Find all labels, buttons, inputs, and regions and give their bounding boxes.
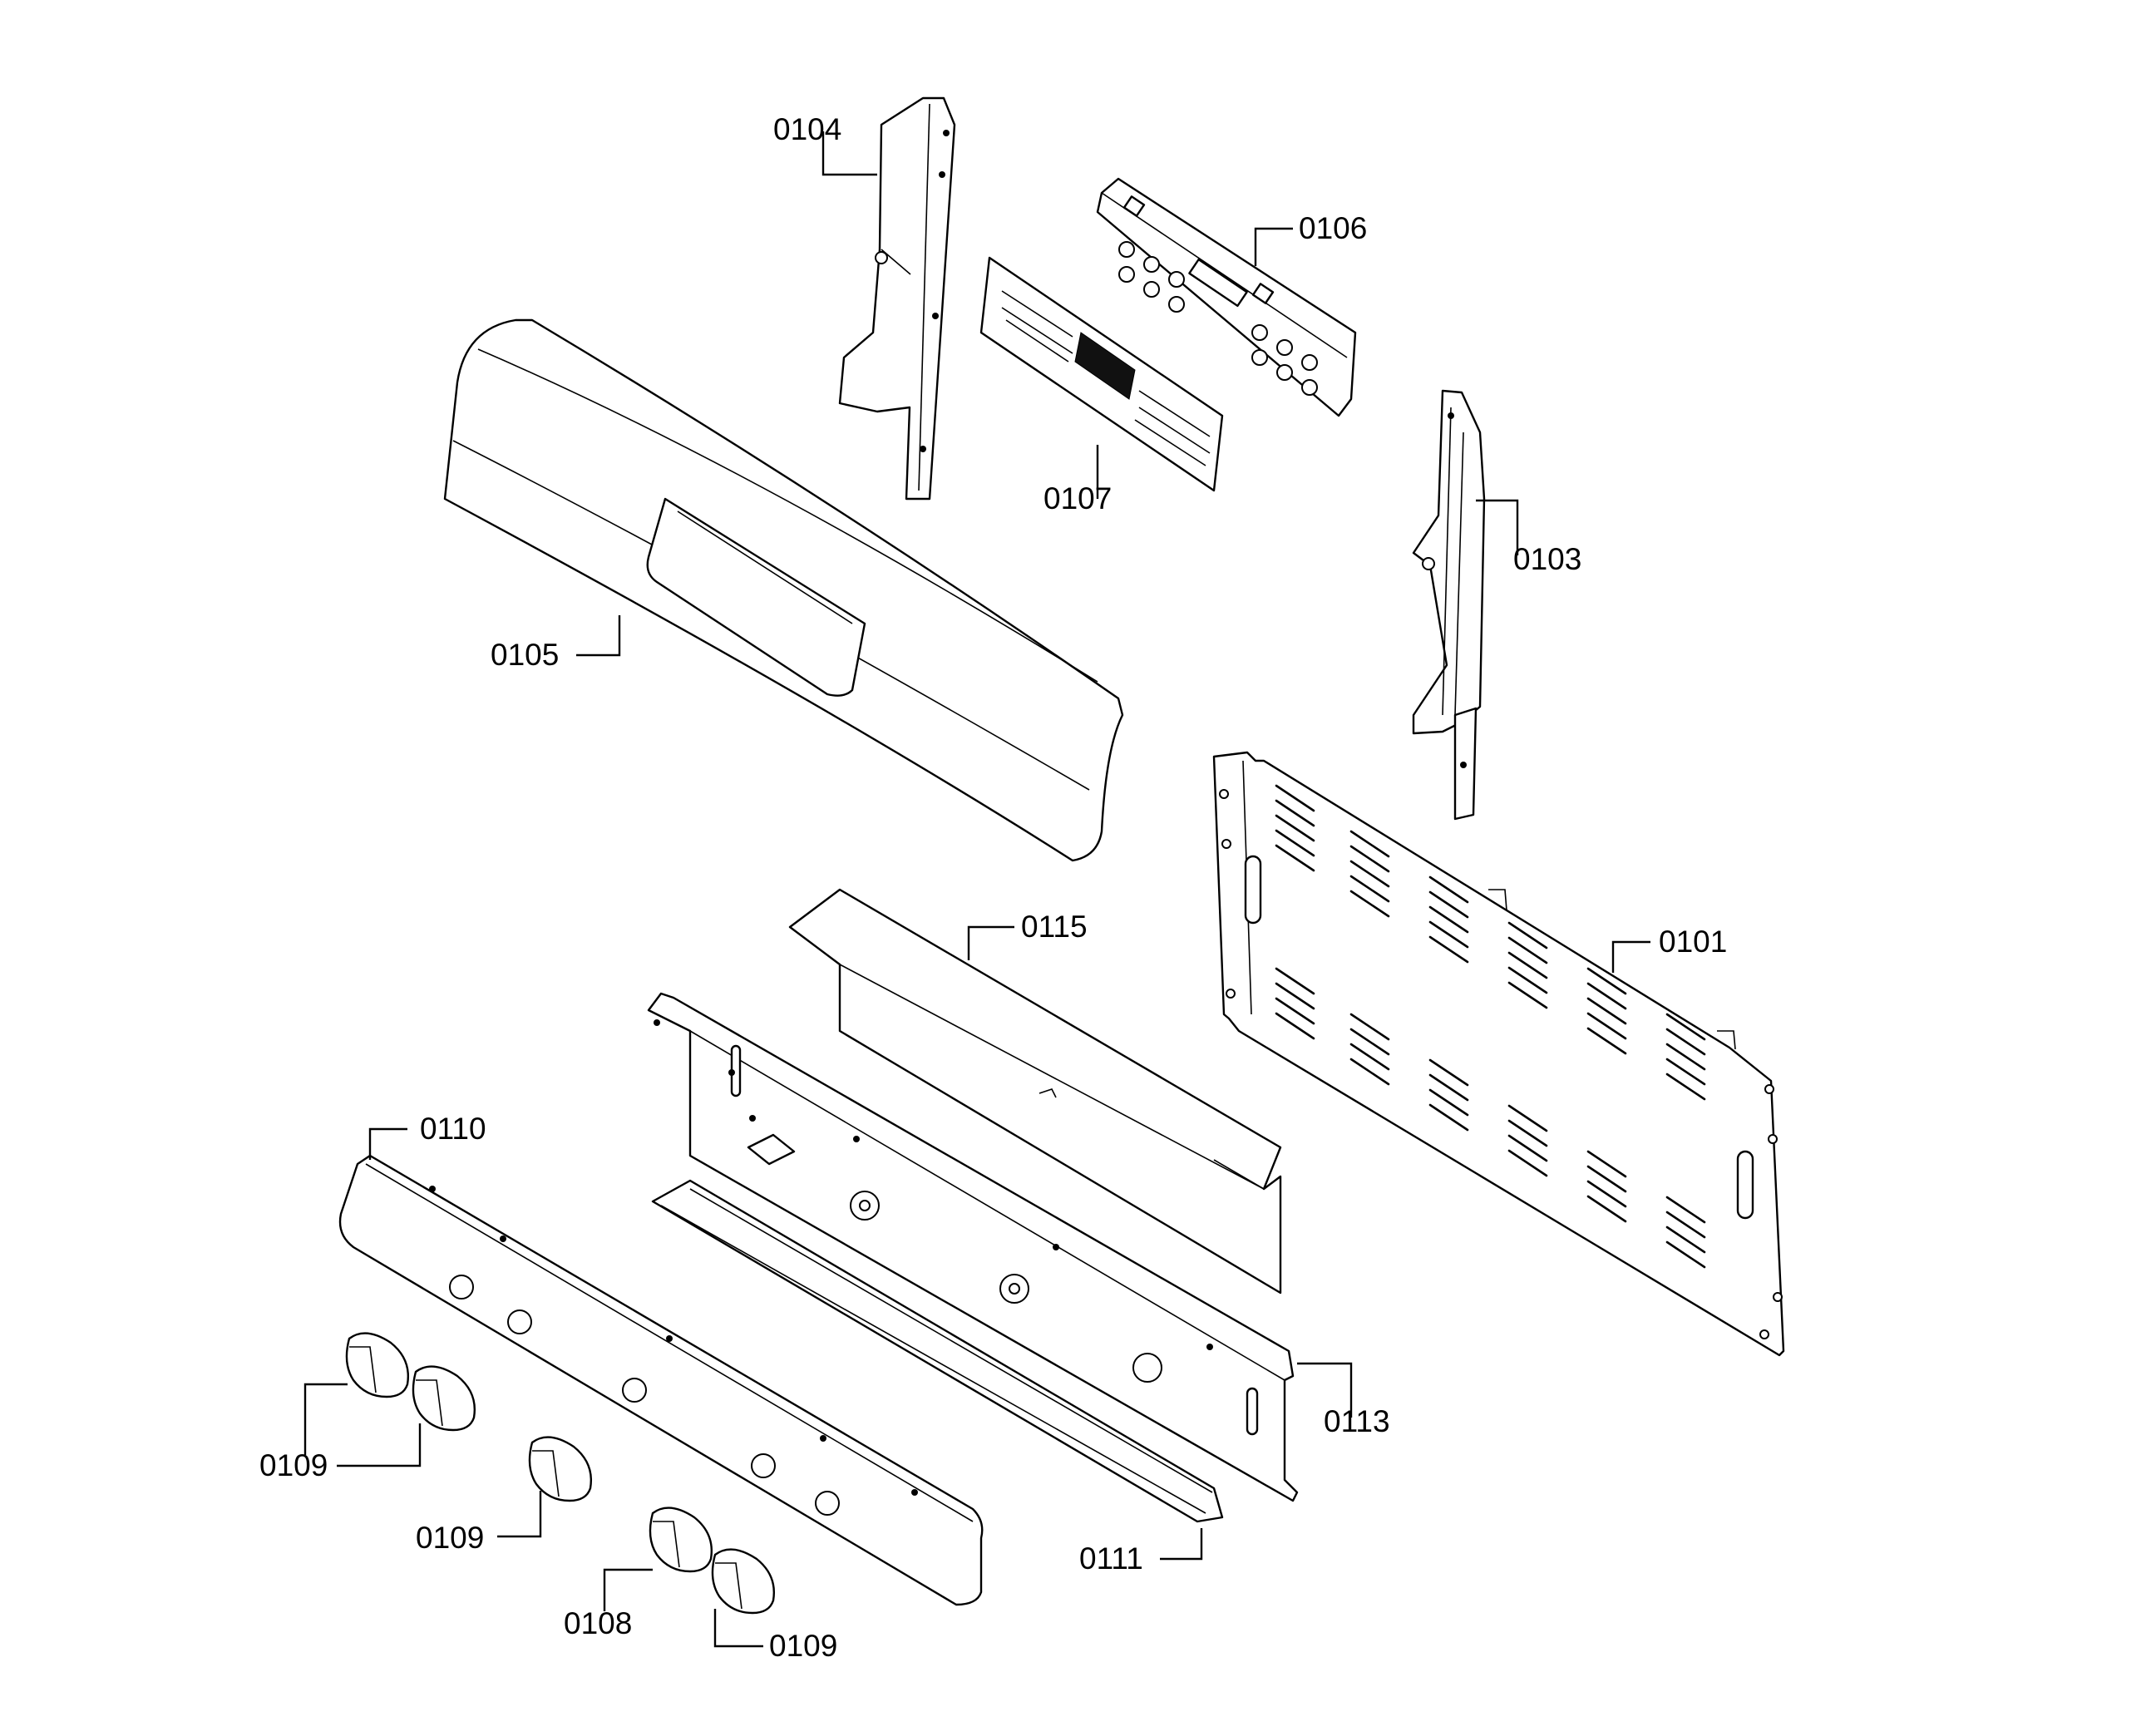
board-buttons-left bbox=[1118, 241, 1185, 313]
callout-0115: 0115 bbox=[1021, 910, 1088, 944]
part-0110-manifold-panel bbox=[338, 1154, 984, 1606]
part-0104-left-bracket bbox=[838, 96, 956, 501]
callout-0107: 0107 bbox=[1043, 481, 1112, 515]
callout-0104: 0104 bbox=[773, 112, 841, 146]
leader-lines bbox=[303, 131, 1650, 1648]
knob-0108 bbox=[649, 1507, 713, 1573]
callout-0109-fourth: 0109 bbox=[769, 1629, 837, 1663]
part-0111-trim-strip bbox=[651, 1179, 1224, 1523]
callout-0109-first: 0109 bbox=[259, 1448, 328, 1482]
vent-slots-upper bbox=[1275, 784, 1706, 1101]
knob-0109-first bbox=[345, 1332, 409, 1398]
part-0105-console-backguard bbox=[443, 318, 1124, 862]
part-0107-touchpad-overlay bbox=[979, 256, 1224, 492]
callout-0106: 0106 bbox=[1299, 211, 1367, 245]
board-buttons-right bbox=[1251, 324, 1318, 396]
knob-0109-fourth bbox=[711, 1548, 775, 1615]
part-0113-control-mount-bracket bbox=[647, 992, 1299, 1502]
knob-0109-third bbox=[528, 1436, 592, 1502]
callout-0108: 0108 bbox=[564, 1606, 632, 1640]
callout-0111: 0111 bbox=[1079, 1541, 1143, 1576]
callout-0110: 0110 bbox=[420, 1112, 486, 1146]
part-0103-right-bracket bbox=[1412, 389, 1486, 821]
part-0101-rear-vented-panel bbox=[1212, 751, 1785, 1357]
part-0106-control-board bbox=[1096, 177, 1357, 417]
callout-labels: 0104 0106 0107 0103 0105 0115 0101 0110 … bbox=[259, 112, 1727, 1663]
callout-0101: 0101 bbox=[1659, 925, 1727, 959]
knob-0109-second bbox=[412, 1365, 476, 1432]
callout-0103: 0103 bbox=[1513, 542, 1581, 576]
vent-slots-lower bbox=[1275, 967, 1706, 1269]
callout-0105: 0105 bbox=[491, 638, 559, 672]
callout-0109-third: 0109 bbox=[416, 1521, 484, 1555]
callout-0113: 0113 bbox=[1324, 1404, 1390, 1438]
part-0115-heat-shield bbox=[788, 888, 1282, 1295]
